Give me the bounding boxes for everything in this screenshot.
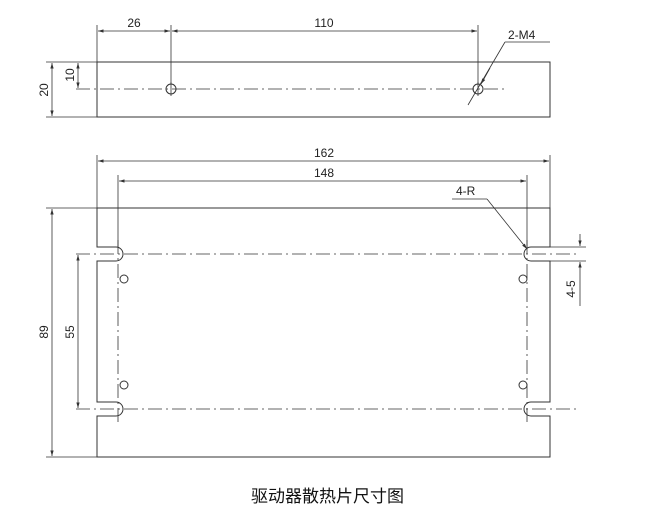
- front-hole-top-left: [119, 274, 129, 284]
- thread-leader-arrow: [480, 67, 491, 85]
- top-view-outline: [96, 61, 551, 118]
- dim-162-label: 162: [314, 146, 334, 160]
- front-view-outline: [96, 207, 551, 458]
- front-hole-bottom-right: [518, 380, 528, 390]
- dim-10-label: 10: [63, 68, 77, 82]
- front-hole-top-right: [518, 274, 528, 284]
- slot-callout-label: 4-R: [456, 184, 476, 198]
- dim-26-label: 26: [127, 16, 141, 30]
- dim-55-label: 55: [63, 325, 77, 339]
- dim-89-label: 89: [37, 325, 51, 339]
- slot-leader: [486, 198, 528, 250]
- top-view: 26 110 2-M4 10 20: [37, 16, 551, 118]
- dim-148-label: 148: [314, 166, 334, 180]
- thread-callout-label: 2-M4: [508, 28, 536, 42]
- front-view: 162 148 4-R 4-5 89 55: [37, 146, 586, 458]
- front-hole-bottom-left: [119, 380, 129, 390]
- drawing-caption: 驱动器散热片尺寸图: [251, 487, 404, 507]
- dim-20-label: 20: [37, 83, 51, 97]
- dim-4-5-label: 4-5: [564, 280, 578, 298]
- dim-110-label: 110: [314, 16, 333, 30]
